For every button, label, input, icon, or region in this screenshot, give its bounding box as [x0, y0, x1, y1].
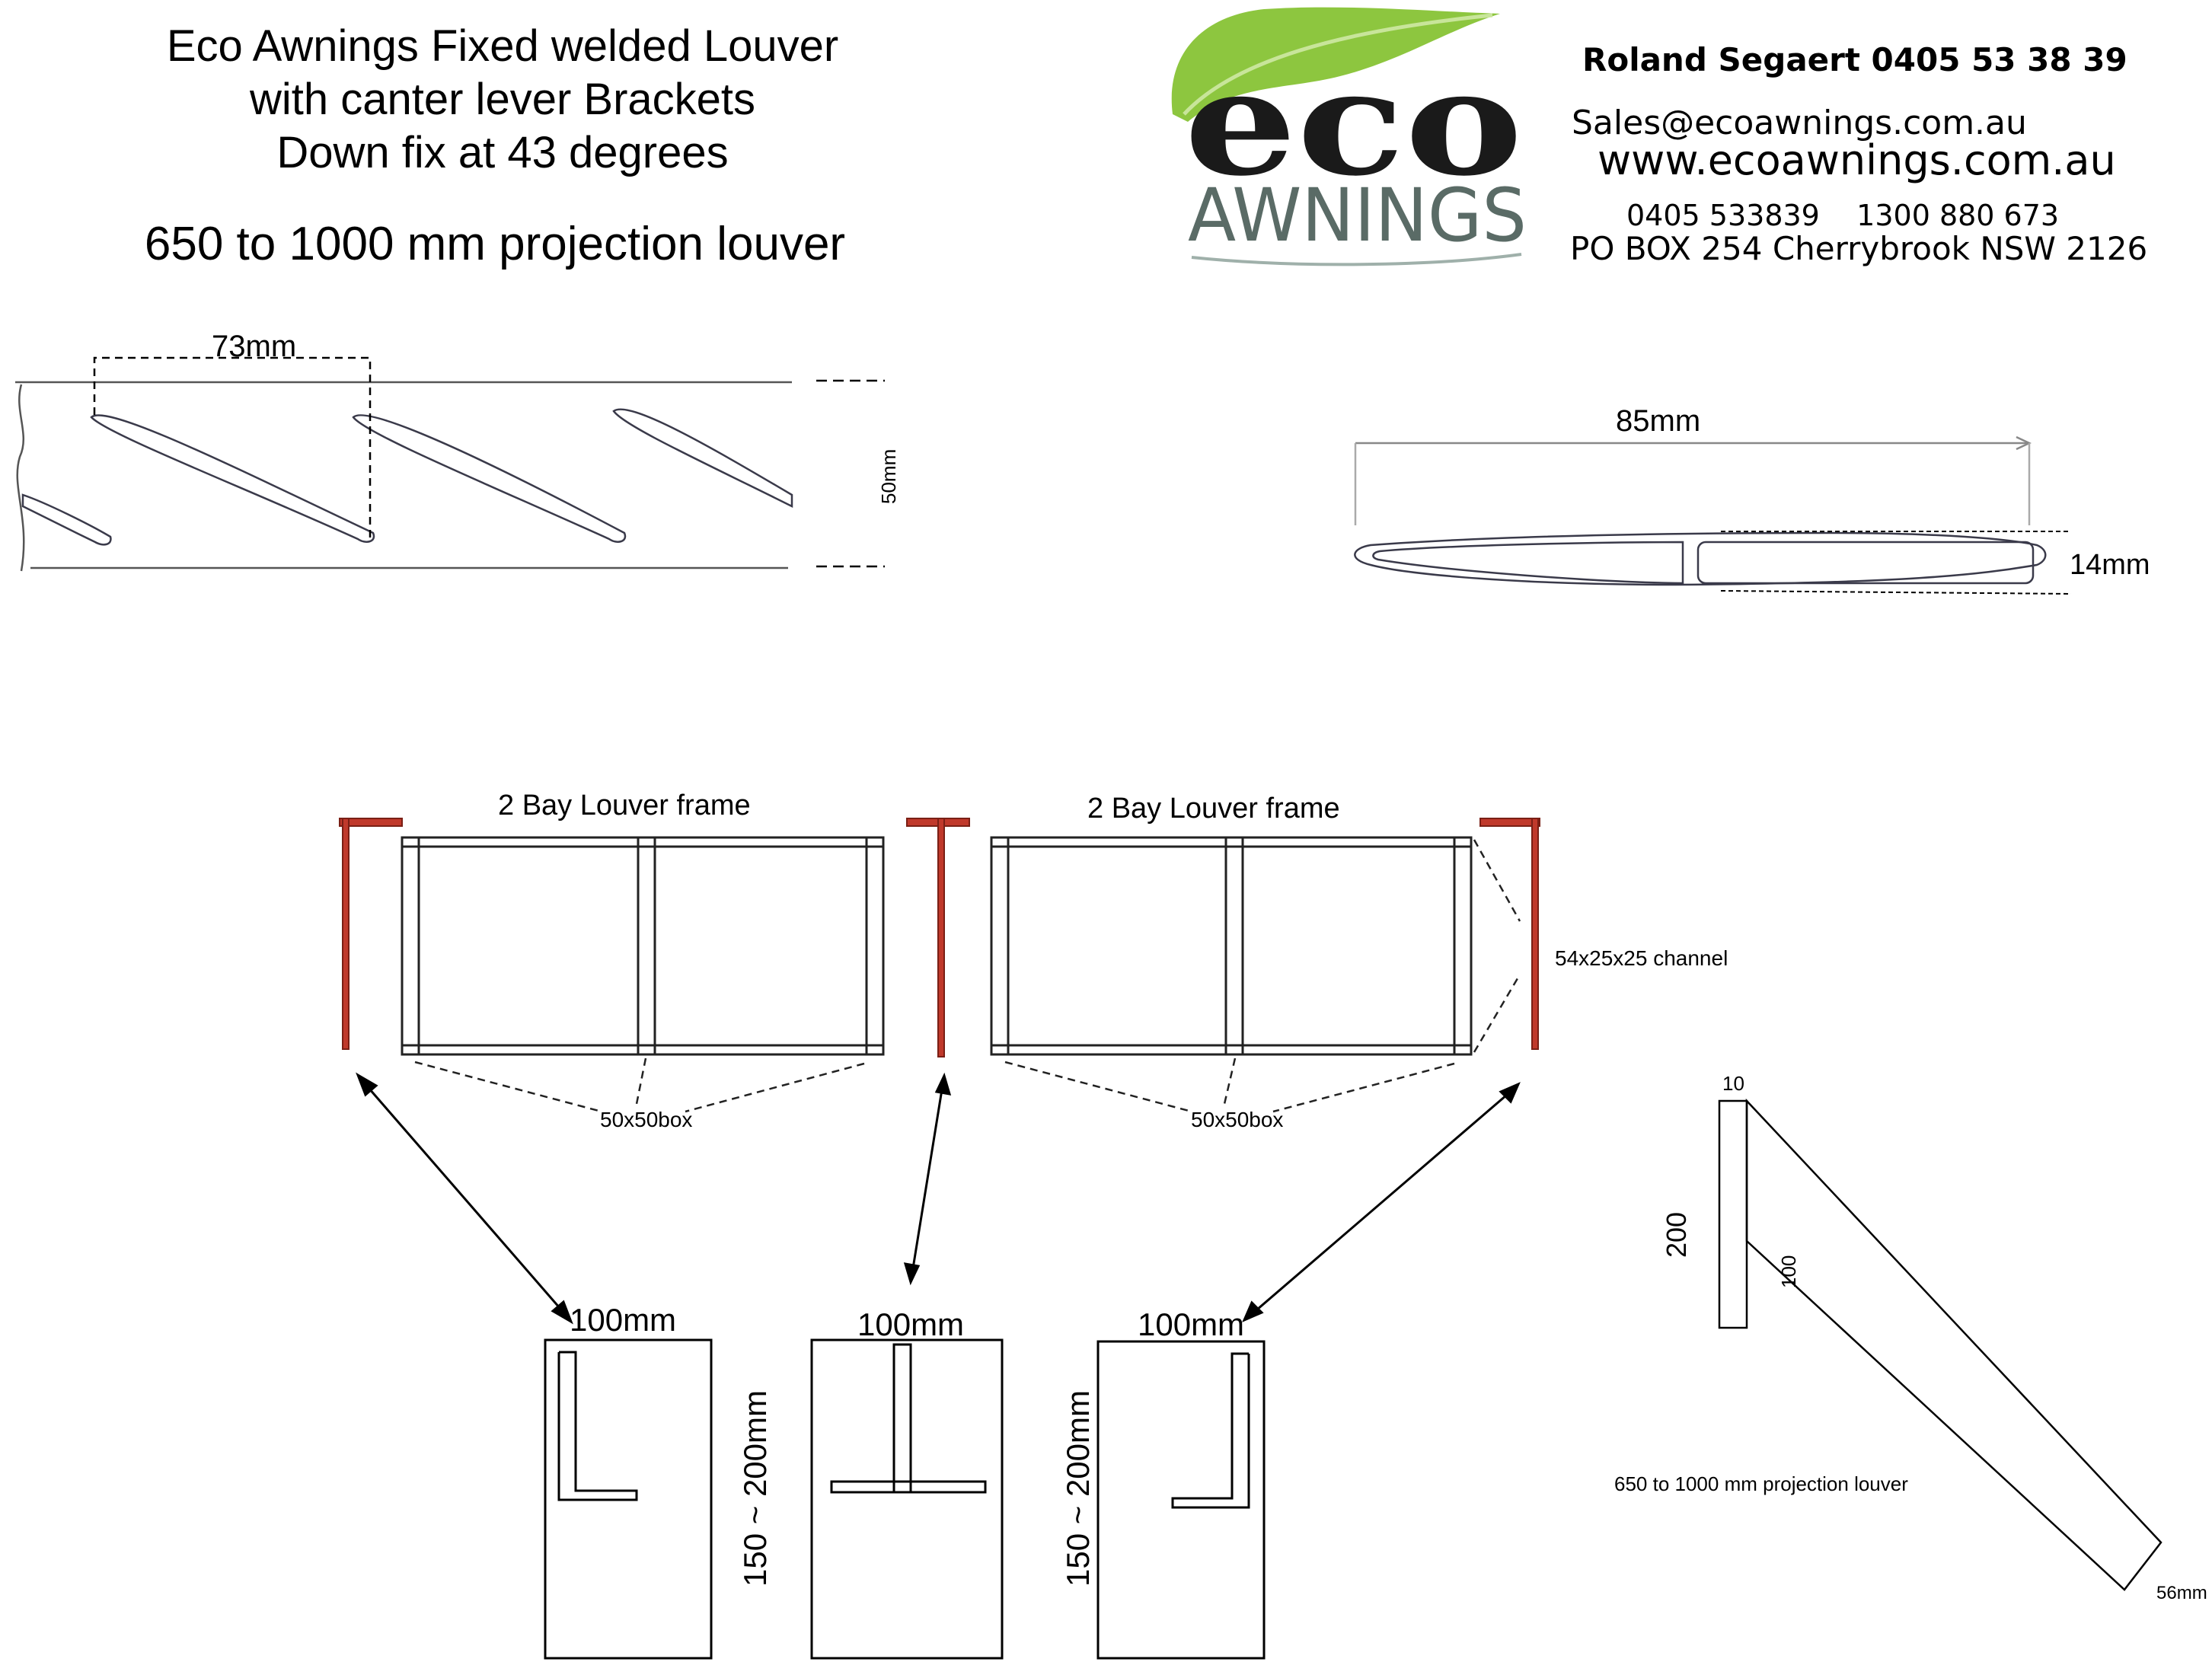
bracket-width-right: 100mm: [1138, 1306, 1244, 1342]
bracket-mid: [810, 1338, 1004, 1660]
frame-right: [990, 836, 1473, 1056]
logo-word-awnings: AWNINGS: [1188, 173, 1527, 258]
leaf-vein-icon: [1183, 13, 1493, 116]
contact-address: PO BOX 254 Cherrybrook NSW 2126: [1570, 230, 2148, 267]
side-note: 650 to 1000 mm projection louver: [1614, 1472, 1908, 1495]
bracket-width-mid: 100mm: [857, 1306, 964, 1342]
channel-left: [339, 818, 403, 827]
louver-section: [15, 356, 885, 572]
arrowhead-icon: [934, 1072, 952, 1096]
frame-label-left: 2 Bay Louver frame: [498, 790, 751, 821]
channel-right: [1479, 818, 1540, 827]
contact-website: www.ecoawnings.com.au: [1598, 136, 2116, 184]
contact-phones: 0405 533839 1300 880 673: [1626, 199, 2060, 232]
louver-blade: [90, 414, 375, 543]
arrowhead-icon: [903, 1262, 921, 1286]
louver-blade: [21, 493, 112, 546]
arrowhead-icon: [1499, 1082, 1521, 1104]
box-label-left: 50x50box: [600, 1108, 692, 1131]
louver-frames: [401, 836, 1521, 1113]
blade-width-label: 85mm: [1616, 404, 1700, 438]
brackets: [544, 1338, 1266, 1660]
frame-left: [401, 836, 885, 1056]
box-label-right: 50x50box: [1191, 1108, 1283, 1131]
bracket-width-left: 100mm: [570, 1302, 676, 1338]
arrowhead-icon: [356, 1072, 378, 1097]
bracket-left: [544, 1338, 713, 1660]
channels: [339, 818, 1540, 1057]
logo-swoosh: [1191, 253, 1522, 266]
leaf-icon: [1171, 7, 1500, 122]
louver-blade: [612, 408, 793, 509]
arrowhead-icon: [1242, 1300, 1264, 1322]
frame-label-right: 2 Bay Louver frame: [1087, 793, 1340, 825]
side-height-label: 200: [1661, 1212, 1692, 1258]
spacing-dimension: [93, 356, 372, 542]
side-bracket: [1718, 1098, 2163, 1591]
bracket-height-left: 150 ~ 200mm: [737, 1390, 773, 1587]
spacing-label: 73mm: [212, 330, 296, 363]
title-line-3: Down fix at 43 degrees: [276, 128, 729, 177]
logo-word-eco: eco: [1184, 38, 1523, 208]
side-arm-label: 100: [1777, 1255, 1800, 1288]
blade-profile: [1354, 435, 2072, 595]
arrowhead-icon: [551, 1300, 573, 1325]
title-line-1: Eco Awnings Fixed welded Louver: [166, 21, 839, 71]
height-label: 50mm: [877, 449, 900, 504]
louver-blade: [352, 414, 627, 543]
bracket-height-right: 150 ~ 200mm: [1060, 1390, 1096, 1587]
bracket-right: [1096, 1340, 1266, 1660]
arrows: [356, 1072, 1521, 1325]
eco-awnings-logo: eco AWNINGS: [1171, 7, 1527, 266]
channel-label: 54x25x25 channel: [1555, 946, 1728, 970]
contact-name: Roland Segaert 0405 53 38 39: [1582, 41, 2127, 78]
title-line-2: with canter lever Brackets: [249, 75, 756, 124]
blade-thickness-label: 14mm: [2070, 549, 2150, 581]
side-end-label: 56mm: [2156, 1583, 2207, 1603]
title-line-4: 650 to 1000 mm projection louver: [144, 218, 846, 270]
contact-email: Sales@ecoawnings.com.au: [1572, 104, 2027, 142]
side-top-label: 10: [1722, 1072, 1744, 1095]
